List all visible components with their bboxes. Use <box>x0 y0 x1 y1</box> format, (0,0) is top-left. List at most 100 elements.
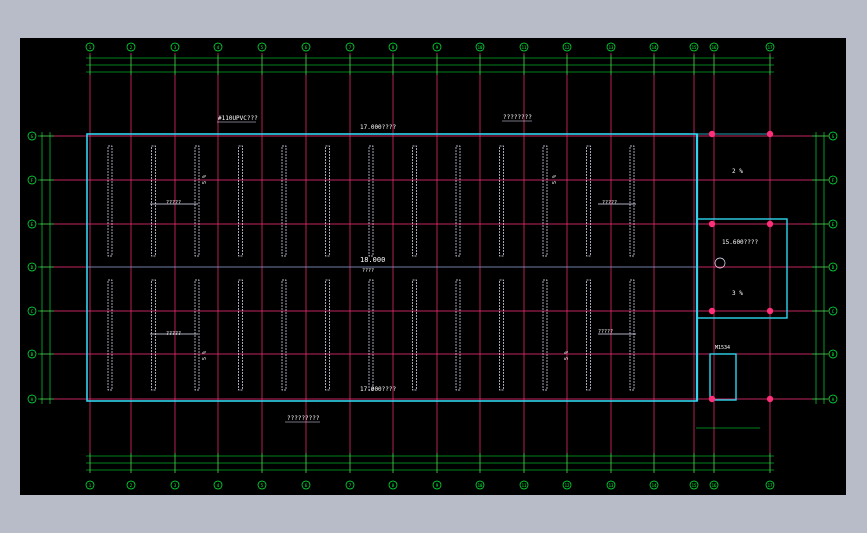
axis-label-col-6-bottom: 6 <box>305 483 308 488</box>
pipe-note-label: #110UPVC??? <box>218 115 258 122</box>
gutter-tl-label: ????? <box>166 200 181 206</box>
door-outline <box>709 353 737 401</box>
gutter-bl-label: ????? <box>166 331 181 337</box>
axis-bubble-col-9-top <box>432 42 442 52</box>
axis-bubble-col-16-bottom <box>709 480 719 490</box>
axis-bubble-row-F-left <box>27 175 37 185</box>
axis-label-row-C-right: C <box>832 309 835 314</box>
axis-bubble-row-G-right <box>828 131 838 141</box>
axis-bubble-col-7-bottom <box>345 480 355 490</box>
axis-bubble-col-16-top <box>709 42 719 52</box>
axis-bubble-col-13-bottom <box>606 480 616 490</box>
gutter-tr-label: ????? <box>602 200 617 206</box>
axis-label-row-C-left: C <box>31 309 34 314</box>
axis-label-row-A-left: A <box>31 397 34 402</box>
axis-bubble-col-12-bottom <box>562 480 572 490</box>
top-right-note-label: ???????? <box>503 114 532 121</box>
axis-bubble-row-C-right <box>828 306 838 316</box>
roof-panel-lower-11 <box>542 279 548 391</box>
axis-label-col-11-top: 11 <box>522 45 527 50</box>
axis-label-row-E-right: E <box>832 222 835 227</box>
roof-panel-lower-5 <box>281 279 287 391</box>
axis-label-col-4-bottom: 4 <box>217 483 220 488</box>
axis-bubble-row-B-right <box>828 349 838 359</box>
axis-label-col-5-top: 5 <box>261 45 264 50</box>
axis-bubbles: 1122334455667788991010111112121313141415… <box>27 42 838 490</box>
roof-panel-lower-10 <box>499 279 504 391</box>
axis-bubble-col-5-bottom <box>257 480 267 490</box>
axis-label-row-F-left: F <box>31 178 34 183</box>
axis-label-row-D-left: D <box>31 265 34 270</box>
axis-bubble-row-A-left <box>27 394 37 404</box>
axis-label-row-B-left: B <box>31 352 34 357</box>
roof-panel-upper-1 <box>107 145 113 257</box>
roof-panel-upper-9 <box>455 145 461 257</box>
axis-label-col-3-top: 3 <box>174 45 177 50</box>
drain-marker-2 <box>708 220 716 228</box>
axis-label-col-12-top: 12 <box>565 45 570 50</box>
roof-panel-upper-2 <box>151 145 156 257</box>
axis-label-col-1-top: 1 <box>89 45 92 50</box>
room-lower-slope-label: 3 % <box>732 290 743 297</box>
grid-lines <box>40 53 830 473</box>
roof-panel-lower-13 <box>629 279 635 391</box>
axis-label-col-14-top: 14 <box>652 45 657 50</box>
axis-label-col-16-top: 16 <box>712 45 717 50</box>
axis-bubble-row-E-right <box>828 219 838 229</box>
axis-bubble-row-D-right <box>828 262 838 272</box>
bottom-elevation-label: 17.000???? <box>360 386 397 393</box>
axis-bubble-col-10-top <box>475 42 485 52</box>
axis-label-col-1-bottom: 1 <box>89 483 92 488</box>
roof-panel-lower-7 <box>368 279 374 391</box>
dimension-lines <box>38 55 828 473</box>
axis-label-row-G-right: G <box>832 134 835 139</box>
axis-bubble-row-B-left <box>27 349 37 359</box>
axis-label-row-A-right: A <box>832 397 835 402</box>
axis-bubble-col-8-bottom <box>388 480 398 490</box>
roof-panel-lower-8 <box>412 279 417 391</box>
axis-label-col-2-bottom: 2 <box>130 483 133 488</box>
roof-panel-upper-7 <box>368 145 374 257</box>
axis-label-col-12-bottom: 12 <box>565 483 570 488</box>
axis-bubble-row-C-left <box>27 306 37 316</box>
axis-label-col-9-top: 9 <box>436 45 439 50</box>
roof-panel-upper-4 <box>238 145 243 257</box>
axis-label-col-9-bottom: 9 <box>436 483 439 488</box>
roof-panel-upper-8 <box>412 145 417 257</box>
axis-bubble-col-5-top <box>257 42 267 52</box>
axis-bubble-col-15-bottom <box>689 480 699 490</box>
roof-panel-lower-2 <box>151 279 156 391</box>
axis-bubble-col-13-top <box>606 42 616 52</box>
roof-plan-svg: 1122334455667788991010111112121313141415… <box>27 42 838 490</box>
axis-bubble-col-7-top <box>345 42 355 52</box>
axis-label-col-15-bottom: 15 <box>692 483 697 488</box>
axis-bubble-col-10-bottom <box>475 480 485 490</box>
axis-bubble-col-11-bottom <box>519 480 529 490</box>
axis-bubble-col-2-bottom <box>126 480 136 490</box>
axis-label-col-3-bottom: 3 <box>174 483 177 488</box>
axis-bubble-row-G-left <box>27 131 37 141</box>
roof-panel-upper-10 <box>499 145 504 257</box>
drain-marker-1 <box>766 130 774 138</box>
section-symbol <box>714 257 726 269</box>
axis-bubble-col-14-bottom <box>649 480 659 490</box>
drain-marker-4 <box>708 307 716 315</box>
axis-label-col-17-top: 17 <box>768 45 773 50</box>
axis-label-row-F-right: F <box>832 178 835 183</box>
room-upper-slope-label: 2 % <box>732 168 743 175</box>
drain-marker-5 <box>766 307 774 315</box>
gutter-br-label: ????? <box>598 329 613 335</box>
axis-label-row-D-right: D <box>832 265 835 270</box>
slope-right-lower-label: 5 % <box>564 351 570 360</box>
axis-label-row-B-right: B <box>832 352 835 357</box>
center-elevation-label: 18.000 <box>360 256 385 264</box>
roof-panel-lower-1 <box>107 279 113 391</box>
axis-bubble-col-15-top <box>689 42 699 52</box>
axis-label-col-14-bottom: 14 <box>652 483 657 488</box>
axis-label-row-G-left: G <box>31 134 34 139</box>
roof-panel-lower-4 <box>238 279 243 391</box>
door-label: M1534 <box>715 345 730 351</box>
axis-bubble-row-A-right <box>828 394 838 404</box>
